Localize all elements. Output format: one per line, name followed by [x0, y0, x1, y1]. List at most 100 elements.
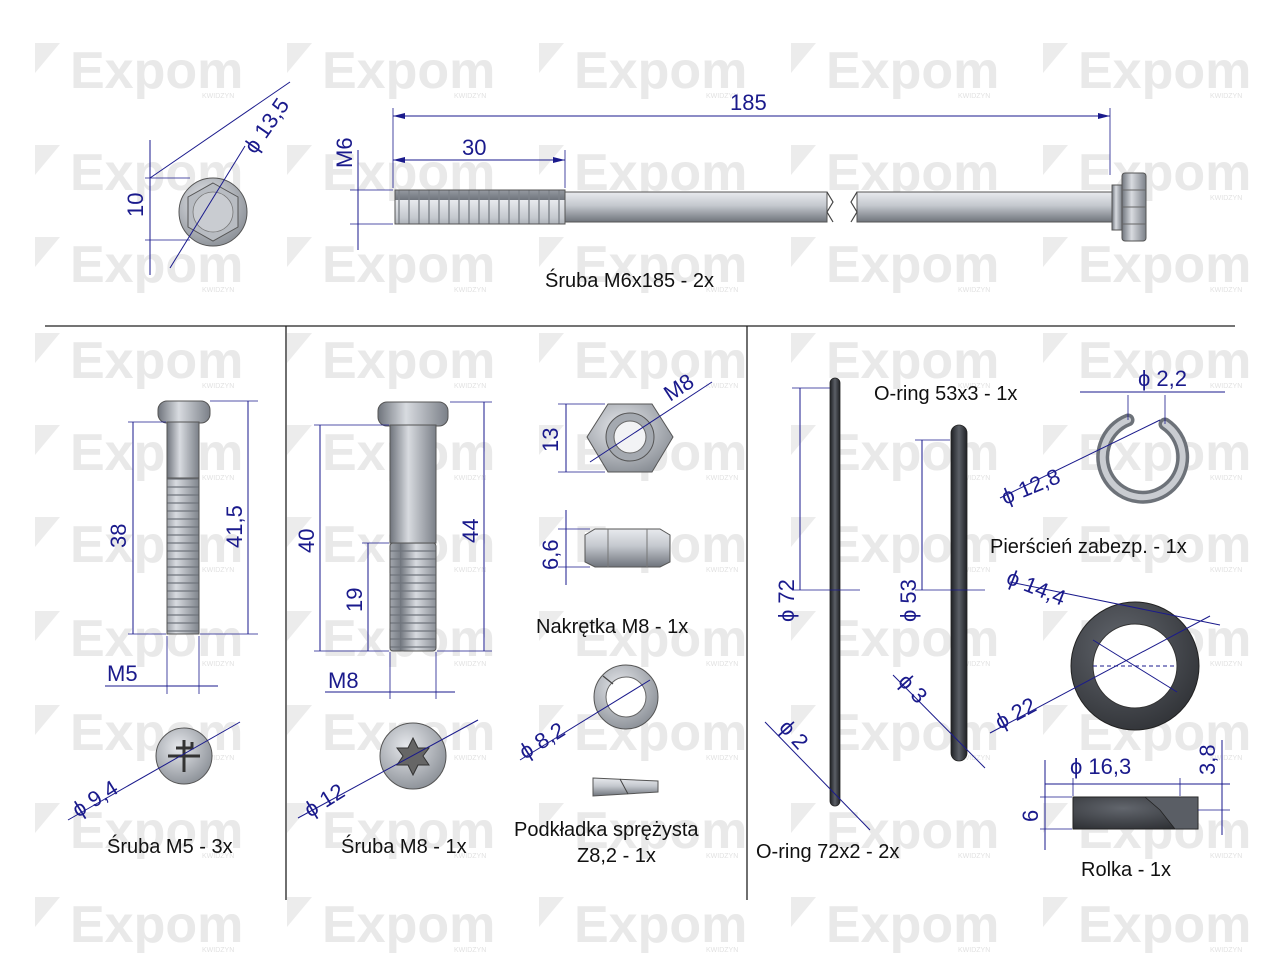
- m5-length-label: 38: [106, 524, 131, 548]
- watermark-mark: [35, 897, 60, 927]
- watermark-mark: [539, 803, 564, 833]
- watermark-subtext: KWIDZYN: [1210, 567, 1242, 574]
- watermark-subtext: KWIDZYN: [202, 947, 234, 954]
- watermark-mark: [1043, 237, 1068, 267]
- nut-height-label: 6,6: [538, 539, 563, 570]
- watermark-subtext: KWIDZYN: [202, 383, 234, 390]
- watermark-subtext: KWIDZYN: [202, 287, 234, 294]
- oring53-diameter-label: ϕ 53: [896, 579, 921, 622]
- watermark-mark: [287, 145, 312, 175]
- watermark-mark: [539, 897, 564, 927]
- watermark-subtext: KWIDZYN: [706, 383, 738, 390]
- watermark-text: Expom: [574, 802, 747, 860]
- watermark-mark: [287, 425, 312, 455]
- watermark-text: Expom: [574, 896, 747, 954]
- watermark-subtext: KWIDZYN: [958, 755, 990, 762]
- watermark-subtext: KWIDZYN: [1210, 287, 1242, 294]
- m6-head-height-label: 10: [123, 193, 148, 217]
- watermark-text: Expom: [826, 896, 999, 954]
- watermark-subtext: KWIDZYN: [1210, 947, 1242, 954]
- watermark-subtext: KWIDZYN: [1210, 475, 1242, 482]
- watermark-text: Expom: [70, 42, 243, 100]
- caption-m8: Śruba M8 - 1x: [341, 834, 467, 858]
- watermark-mark: [1043, 897, 1068, 927]
- watermark-subtext: KWIDZYN: [202, 661, 234, 668]
- m5-bolt-head-view: [155, 727, 213, 785]
- watermark-subtext: KWIDZYN: [454, 661, 486, 668]
- ring-diameter-label: ϕ 12,8: [998, 464, 1064, 510]
- watermark-mark: [1043, 145, 1068, 175]
- watermark-mark: [287, 237, 312, 267]
- nut-size-label: 13: [538, 428, 563, 452]
- watermark-text: Expom: [1078, 332, 1251, 390]
- m6-length-label: 185: [730, 90, 767, 115]
- watermark-mark: [1043, 517, 1068, 547]
- watermark-mark: [35, 237, 60, 267]
- watermark-mark: [287, 43, 312, 73]
- watermark-mark: [791, 803, 816, 833]
- watermark-subtext: KWIDZYN: [454, 755, 486, 762]
- watermark-subtext: KWIDZYN: [706, 853, 738, 860]
- m6-bolt-side-view: [394, 172, 1147, 242]
- watermark-mark: [287, 333, 312, 363]
- m5-bolt-side-view: [157, 400, 211, 635]
- m8-length-label: 40: [294, 529, 319, 553]
- caption-oring-72: O-ring 72x2 - 2x: [756, 841, 899, 863]
- watermark-subtext: KWIDZYN: [706, 661, 738, 668]
- watermark-subtext: KWIDZYN: [454, 567, 486, 574]
- watermark-subtext: KWIDZYN: [202, 93, 234, 100]
- watermark-text: Expom: [574, 236, 747, 294]
- watermark-text: Expom: [322, 236, 495, 294]
- watermark-subtext: KWIDZYN: [1210, 661, 1242, 668]
- watermark-text: Expom: [70, 802, 243, 860]
- watermark-text: Expom: [70, 424, 243, 482]
- watermark-subtext: KWIDZYN: [454, 287, 486, 294]
- nut-m8-side-view: [584, 528, 671, 568]
- watermark-text: Expom: [826, 236, 999, 294]
- watermark-mark: [35, 611, 60, 641]
- watermark-mark: [287, 803, 312, 833]
- watermark-mark: [1043, 611, 1068, 641]
- m8-bolt-side-view: [377, 401, 449, 652]
- watermark-mark: [791, 333, 816, 363]
- watermark-mark: [35, 803, 60, 833]
- watermark-subtext: KWIDZYN: [1210, 853, 1242, 860]
- caption-m6x185: Śruba M6x185 - 2x: [545, 268, 714, 292]
- watermark-mark: [1043, 705, 1068, 735]
- watermark-mark: [539, 43, 564, 73]
- m6-thread-length-label: 30: [462, 135, 486, 160]
- watermark-text: Expom: [70, 610, 243, 668]
- spring-washer-side-view: [592, 777, 659, 797]
- retaining-ring-view: [1096, 413, 1190, 504]
- oring72-cross-section-label: ϕ 2: [774, 715, 813, 755]
- caption-roller: Rolka - 1x: [1081, 859, 1171, 881]
- watermark-mark: [35, 333, 60, 363]
- watermark-subtext: KWIDZYN: [958, 93, 990, 100]
- roller-step-height-label: 3,8: [1195, 744, 1220, 775]
- watermark-mark: [539, 333, 564, 363]
- watermark-mark: [791, 705, 816, 735]
- watermark-subtext: KWIDZYN: [958, 661, 990, 668]
- roller-inner-diameter-label: ϕ 14,4: [1003, 564, 1069, 610]
- watermark-mark: [791, 611, 816, 641]
- caption-nut-m8: Nakrętka M8 - 1x: [536, 616, 688, 638]
- m6-thread-label: M6: [332, 137, 357, 168]
- watermark-subtext: KWIDZYN: [706, 287, 738, 294]
- roller-outer-diameter-label: ϕ 22: [991, 692, 1041, 734]
- watermark-mark: [35, 705, 60, 735]
- watermark-text: Expom: [574, 610, 747, 668]
- watermark-subtext: KWIDZYN: [958, 947, 990, 954]
- watermark-text: Expom: [826, 704, 999, 762]
- oring-72-side-view: [829, 377, 841, 807]
- watermark-text: Expom: [574, 42, 747, 100]
- watermark-text: Expom: [70, 896, 243, 954]
- m5-total-length-label: 41,5: [222, 505, 247, 548]
- watermark-mark: [35, 425, 60, 455]
- m8-thread-label: M8: [328, 668, 359, 693]
- watermark-text: Expom: [826, 516, 999, 574]
- watermark-mark: [791, 897, 816, 927]
- watermark-text: Expom: [826, 424, 999, 482]
- watermark-mark: [287, 611, 312, 641]
- watermark-subtext: KWIDZYN: [1210, 383, 1242, 390]
